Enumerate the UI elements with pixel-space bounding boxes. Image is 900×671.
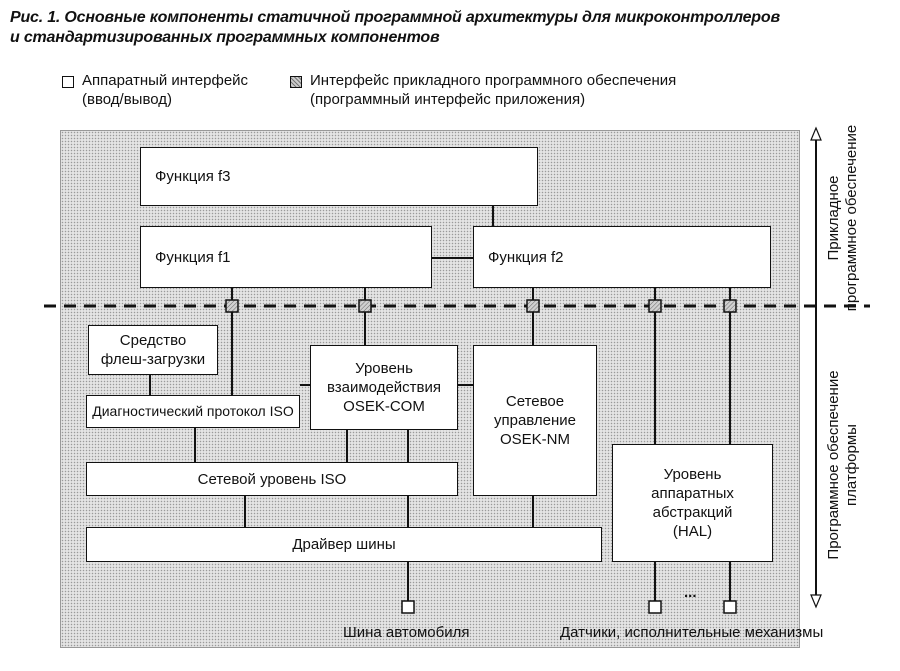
- legend-hardware-interface: Аппаратный интерфейс (ввод/вывод): [82, 72, 249, 108]
- hardware-interface-legend-icon: [62, 76, 74, 88]
- function-f1-block: Функция f1: [140, 226, 432, 288]
- legend-api-interface: Интерфейс прикладного программного обесп…: [310, 72, 677, 108]
- api-interface-legend-icon: [290, 76, 302, 88]
- figure-caption: Рис. 1. Основные компоненты статичной пр…: [10, 8, 890, 48]
- iso-diagnostic-protocol-block: Диагностический протокол ISO: [86, 395, 300, 428]
- osek-nm-block: Сетевое управление OSEK-NM: [473, 345, 597, 496]
- application-software-label: Прикладное программное обеспечение: [825, 124, 860, 312]
- up-arrow-icon: [810, 126, 822, 141]
- hardware-terminal-icon: [401, 600, 415, 614]
- function-f2-block: Функция f2: [473, 226, 771, 288]
- hardware-terminal-icon: [723, 600, 737, 614]
- caption-line-2: и стандартизированных программных компон…: [10, 29, 440, 46]
- api-marker-icon: [723, 299, 737, 313]
- api-marker-icon: [358, 299, 372, 313]
- iso-network-layer-block: Сетевой уровень ISO: [86, 462, 458, 496]
- api-marker-icon: [648, 299, 662, 313]
- down-arrow-icon: [810, 594, 822, 609]
- caption-line-1: Рис. 1. Основные компоненты статичной пр…: [10, 9, 780, 26]
- bus-driver-block: Драйвер шины: [86, 527, 602, 562]
- hal-block: Уровень аппаратных абстракций (HAL): [612, 444, 773, 562]
- hardware-terminal-icon: [648, 600, 662, 614]
- sensors-actuators-label: Датчики, исполнительные механизмы: [560, 624, 824, 641]
- osek-com-block: Уровень взаимодействия OSEK-COM: [310, 345, 458, 430]
- flash-loader-block: Средство флеш-загрузки: [88, 325, 218, 375]
- api-marker-icon: [526, 299, 540, 313]
- vehicle-bus-label: Шина автомобиля: [343, 624, 470, 641]
- api-marker-icon: [225, 299, 239, 313]
- ellipsis-label: ...: [684, 584, 697, 601]
- platform-software-label: Программное обеспечение платформы: [825, 370, 860, 560]
- function-f3-block: Функция f3: [140, 147, 538, 206]
